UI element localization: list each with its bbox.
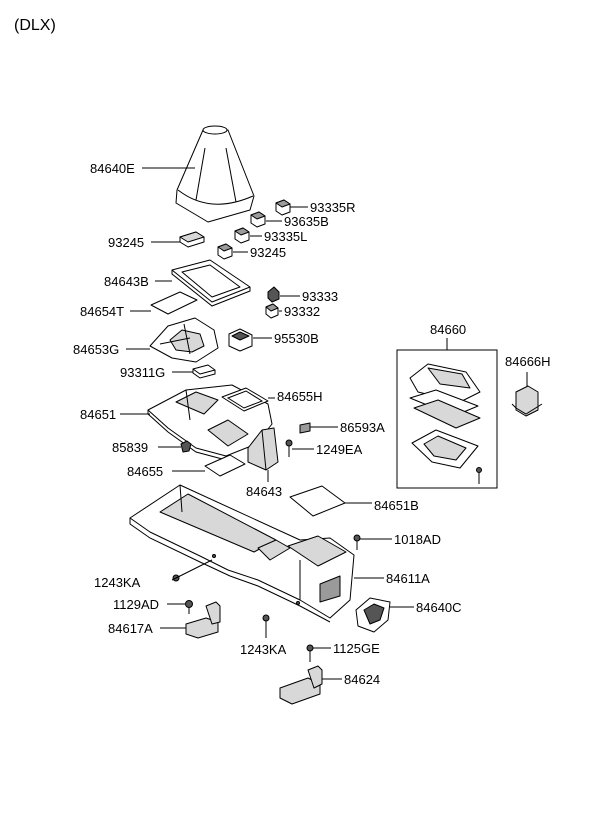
part-label-84640E: 84640E: [90, 161, 135, 176]
main-console-84611A-part: [129, 484, 355, 623]
part-label-95530B: 95530B: [274, 331, 319, 346]
part-label-93335R: 93335R: [310, 200, 356, 215]
plug-93245-left-part: [179, 231, 205, 248]
part-label-93635B: 93635B: [284, 214, 329, 229]
part-label-93311G: 93311G: [120, 365, 165, 380]
shift-bezel-part: [171, 259, 251, 307]
part-label-84651B: 84651B: [374, 498, 419, 513]
pad-84654T-part: [150, 291, 198, 315]
armrest-assembly-84660-part: [409, 363, 482, 484]
part-label-84624: 84624: [344, 672, 380, 687]
switch-95530B-part: [228, 328, 253, 352]
clip-93245-right-part: [217, 243, 233, 260]
part-label-1243KA-left: 1243KA: [94, 575, 141, 590]
bracket-84666H-part: [511, 385, 543, 417]
part-label-84617A: 84617A: [108, 621, 153, 636]
part-label-93335L: 93335L: [264, 229, 307, 244]
part-label-1018AD: 1018AD: [394, 532, 441, 547]
assembly-84660-frame: [396, 349, 498, 489]
retainer-86593A-part: [299, 422, 311, 434]
part-label-85839: 85839: [112, 440, 148, 455]
assembly-label-84660: 84660: [430, 322, 466, 337]
part-label-84654T: 84654T: [80, 304, 124, 319]
screw-1243KA-bottom-part: [262, 614, 270, 638]
diagram-title: (DLX): [14, 17, 56, 34]
part-label-1125GE: 1125GE: [333, 641, 380, 656]
part-label-84655H: 84655H: [277, 389, 323, 404]
clip-93635B-part: [250, 211, 266, 228]
part-label-1243KA-bottom: 1243KA: [240, 642, 287, 657]
clip-93332-part: [265, 303, 279, 319]
bracket-84617A-part: [185, 601, 221, 639]
part-label-93333: 93333: [302, 289, 338, 304]
part-label-84666H: 84666H: [505, 354, 551, 369]
bracket-84624-part: [279, 665, 323, 705]
pad-84655-part: [204, 454, 246, 477]
part-label-1249EA: 1249EA: [316, 442, 363, 457]
part-label-84640C: 84640C: [416, 600, 462, 615]
clip-93311G-part: [192, 364, 216, 379]
part-label-86593A: 86593A: [340, 420, 385, 435]
bolt-1129AD-part: [185, 600, 193, 614]
side-panel-84643-part: [247, 427, 279, 471]
clip-93333-part: [267, 286, 280, 303]
part-label-1129AD: 1129AD: [113, 597, 159, 612]
clip-85839-part: [180, 440, 192, 453]
part-label-93245-left: 93245: [108, 235, 144, 250]
clip-93335L-part: [234, 227, 250, 244]
cover-84640C-part: [355, 597, 391, 633]
part-label-84643: 84643: [246, 484, 282, 499]
panel-84653G-part: [149, 317, 219, 363]
part-label-84611A: 84611A: [386, 571, 430, 586]
part-label-84651: 84651: [80, 407, 116, 422]
part-label-84653G: 84653G: [73, 342, 119, 357]
clip-93335R-part: [275, 199, 291, 216]
shift-boot-part: [175, 125, 255, 223]
pad-84651B-part: [289, 485, 346, 517]
screw-1249EA-part: [285, 439, 293, 457]
screw-1018AD-part: [353, 534, 361, 550]
part-label-84655: 84655: [127, 464, 163, 479]
lid-84655H-part: [221, 387, 269, 412]
part-label-93332: 93332: [284, 304, 320, 319]
part-label-93245-right: 93245: [250, 245, 286, 260]
part-label-84643B: 84643B: [104, 274, 149, 289]
bolt-1125GE-part: [306, 644, 314, 662]
